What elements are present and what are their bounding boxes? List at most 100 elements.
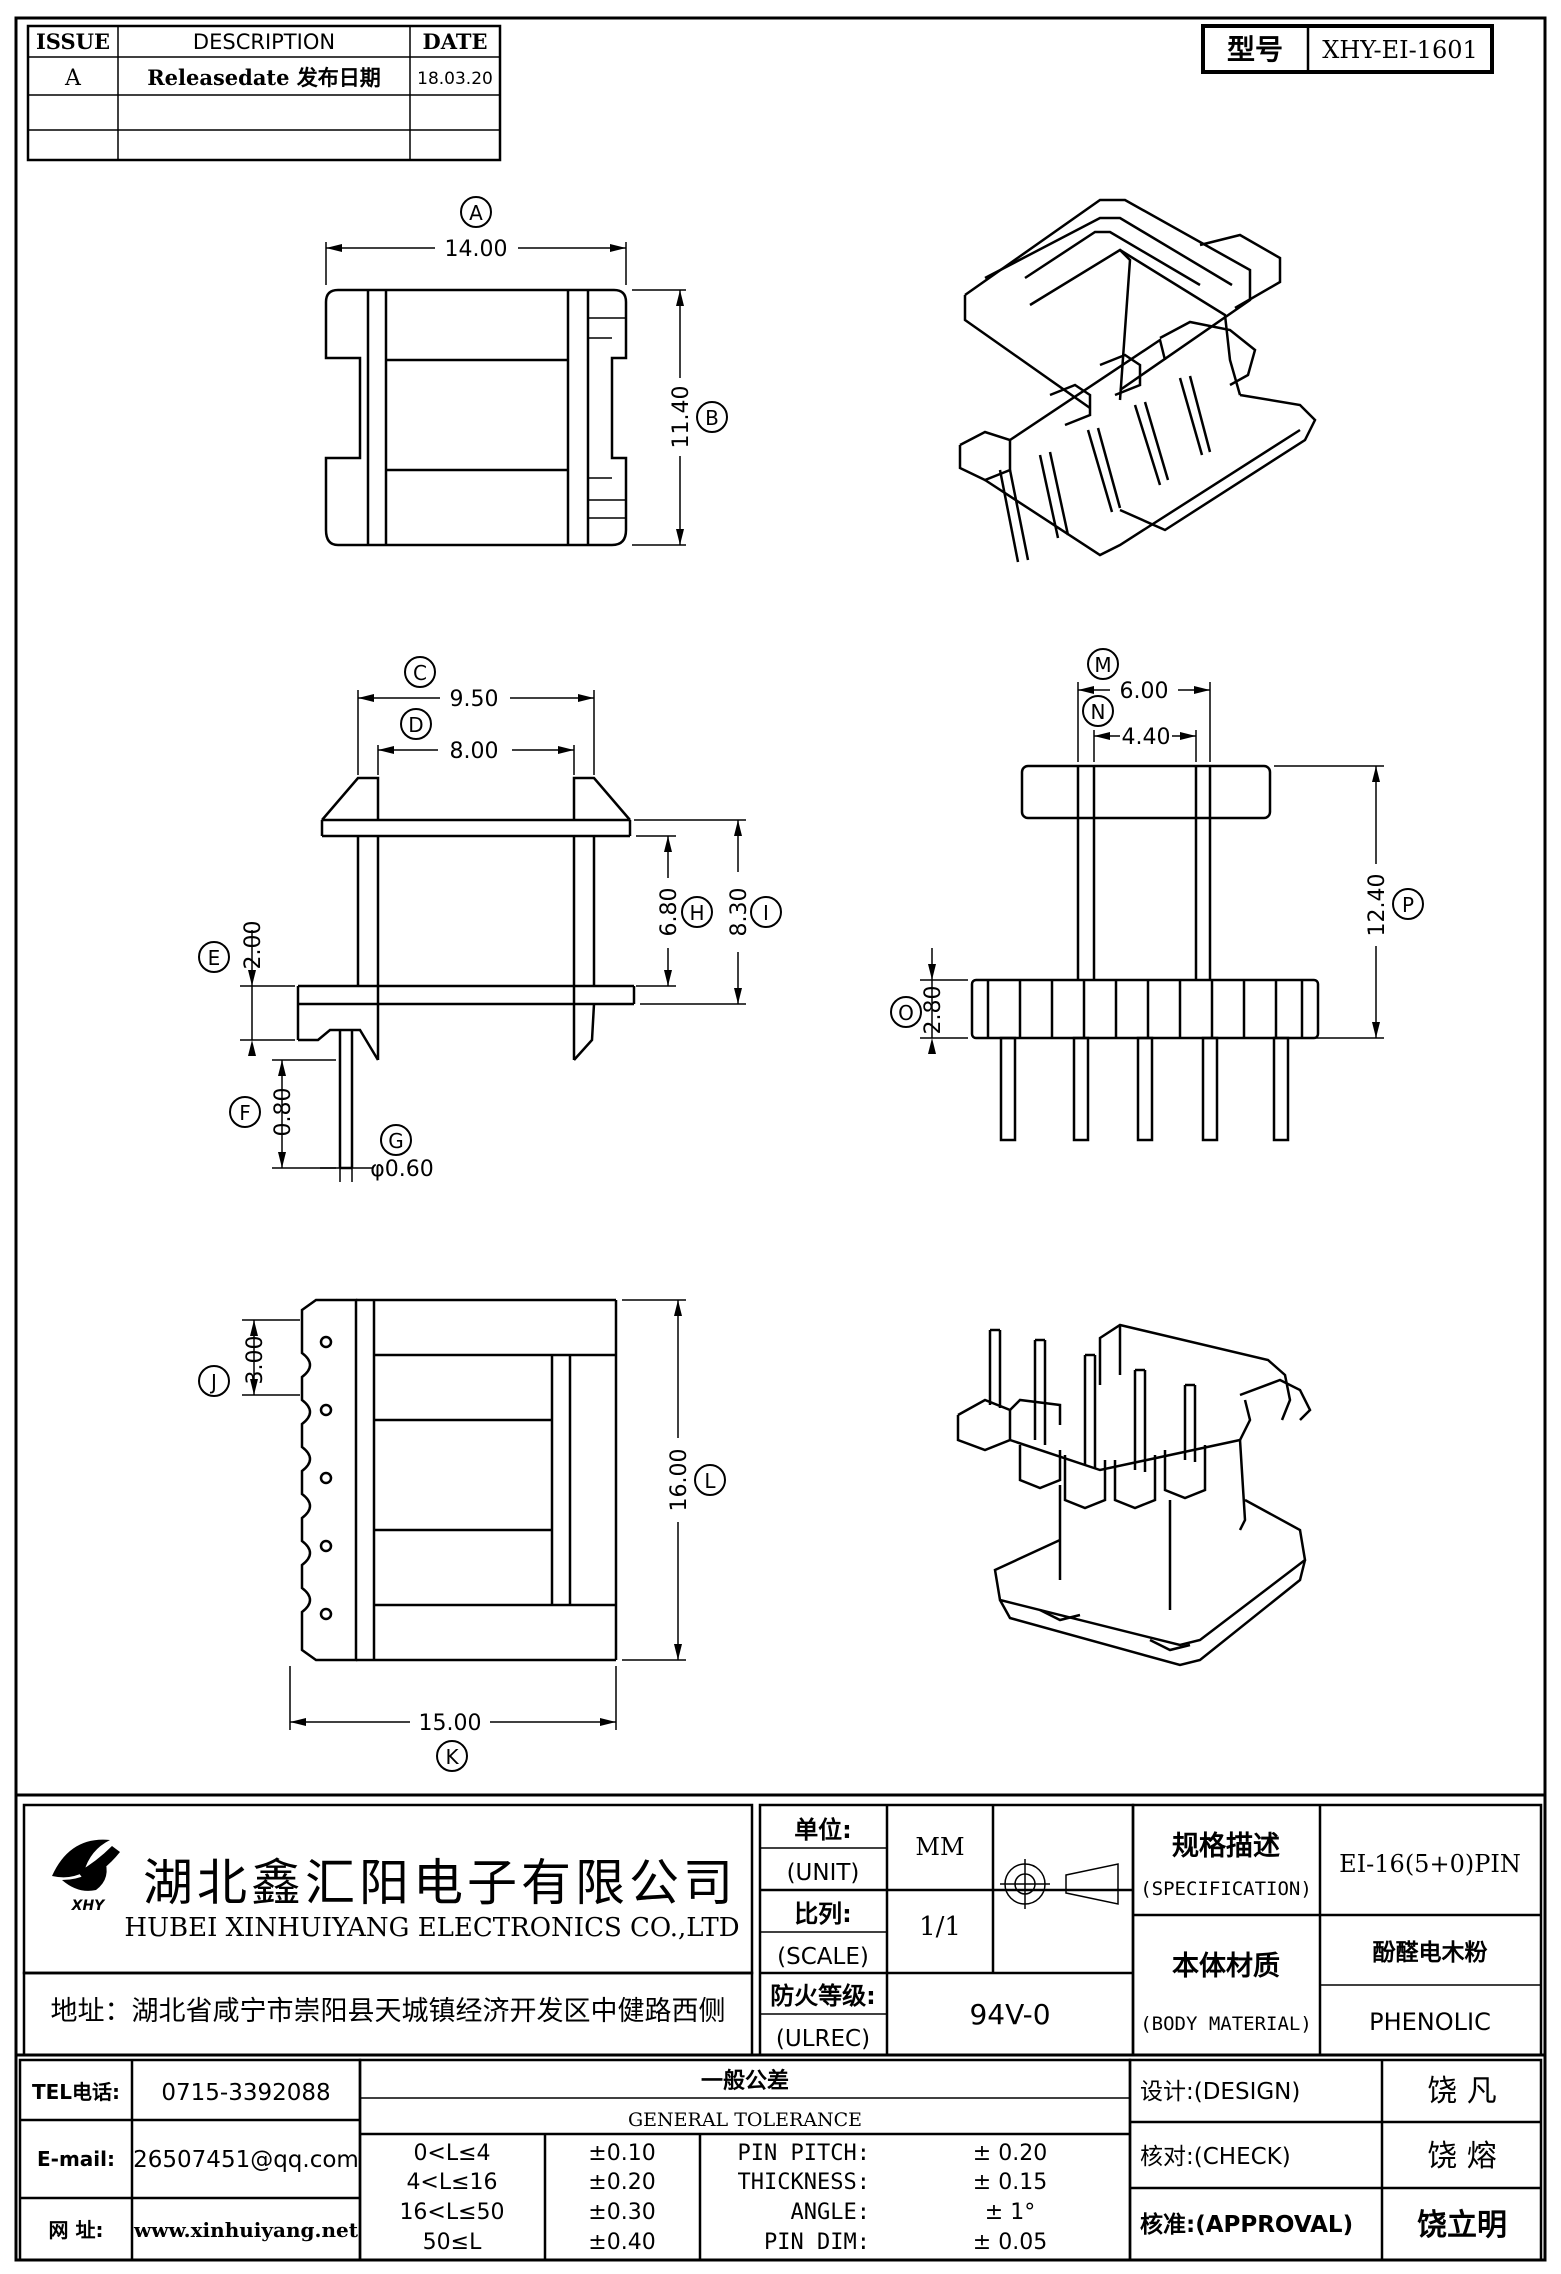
dim-g-letter: G — [388, 1129, 404, 1153]
unit-value: MM — [915, 1833, 964, 1861]
dim-o-value: 2.80 — [921, 986, 946, 1035]
dimension-j: 3.00 J — [198, 1319, 300, 1397]
dim-h-value: 6.80 — [657, 888, 682, 937]
dim-m-letter: M — [1094, 653, 1111, 677]
company-name-cn: 湖北鑫汇阳电子有限公司 — [143, 1854, 737, 1912]
check-name: 饶 熔 — [1427, 2139, 1497, 2174]
check-label: 核对:(CHECK) — [1140, 2144, 1291, 2170]
spec-name-2: ANGLE: — [791, 2200, 870, 2225]
top-view — [324, 288, 628, 547]
company-name-en: HUBEI XINHUIYANG ELECTRONICS CO.,LTD — [124, 1913, 739, 1943]
dim-h-letter: H — [689, 901, 704, 925]
company-address: 地址：湖北省咸宁市崇阳县天城镇经济开发区中健路西侧 — [51, 1996, 726, 2027]
dim-n-marker — [1082, 695, 1114, 727]
spec-label-cn: 规格描述 — [1172, 1831, 1280, 1862]
dim-n-value: 4.40 — [1122, 725, 1171, 750]
material-value-cn: 酚醛电木粉 — [1373, 1940, 1488, 1966]
dim-f-letter: F — [239, 1101, 251, 1125]
dim-e-marker — [198, 941, 230, 973]
spec-label-en: (SPECIFICATION) — [1140, 1878, 1312, 1900]
dimension-l: 16.00 L — [622, 1299, 726, 1661]
dim-i-value: 8.30 — [727, 888, 752, 937]
dim-j-marker — [198, 1365, 230, 1397]
material-value-en: PHENOLIC — [1369, 2008, 1491, 2036]
model-label: 型号 — [1227, 33, 1283, 66]
dim-c-marker — [404, 656, 436, 688]
material-label-cn: 本体材质 — [1172, 1951, 1280, 1982]
projection-symbol-icon — [1000, 1859, 1119, 1909]
rev-header-issue: ISSUE — [36, 29, 110, 54]
tol-value-1: ±0.20 — [588, 2170, 655, 2195]
dim-h-marker — [681, 896, 713, 928]
spec-name-3: PIN DIM: — [764, 2230, 870, 2255]
dim-j-value: 3.00 — [243, 1336, 268, 1385]
scale-label-en: (SCALE) — [777, 1944, 869, 1970]
tol-value-0: ±0.10 — [588, 2141, 655, 2166]
rev-row-date: 18.03.20 — [417, 69, 493, 89]
tolerance-title-cn: 一般公差 — [701, 2068, 789, 2094]
rev-row-description: Releasedate 发布日期 — [147, 65, 381, 90]
scale-value: 1/1 — [919, 1912, 961, 1942]
company-logo: XHY — [52, 1839, 120, 1914]
dimension-a: 14.00 A — [325, 196, 627, 285]
model-value: XHY-EI-1601 — [1322, 36, 1478, 64]
front-view — [296, 776, 636, 1170]
spec-name-1: THICKNESS: — [738, 2170, 870, 2195]
ulrec-label-en: (ULREC) — [776, 2026, 870, 2052]
dimension-f: 0.80 F — [229, 1059, 336, 1169]
dim-k-marker — [436, 1740, 468, 1772]
dim-b-letter: B — [705, 406, 719, 430]
dimension-g: φ0.60 G — [320, 1124, 434, 1182]
email-value: 26507451@qq.com — [133, 2147, 359, 2173]
tol-value-2: ±0.30 — [588, 2200, 655, 2225]
web-label: 网 址: — [49, 2218, 104, 2242]
spec-value-1: ± 0.15 — [973, 2170, 1047, 2195]
dim-f-value: 0.80 — [271, 1088, 296, 1137]
dim-n-letter: N — [1091, 700, 1106, 724]
dim-b-value: 11.40 — [669, 386, 694, 449]
spec-name-0: PIN PITCH: — [738, 2141, 870, 2166]
dim-i-marker — [750, 896, 782, 928]
unit-label-cn: 单位: — [794, 1816, 852, 1844]
tolerance-block: 一般公差 GENERAL TOLERANCE 0<L≤4 4<L≤16 16<L… — [358, 2058, 1132, 2262]
dimension-k: 15.00 K — [289, 1666, 617, 1772]
spec-material-block: 规格描述 (SPECIFICATION) EI-16(5+0)PIN 本体材质 … — [1131, 1803, 1543, 2057]
tol-range-2: 16<L≤50 — [399, 2200, 504, 2225]
company-block: XHY 湖北鑫汇阳电子有限公司 HUBEI XINHUIYANG ELECTRO… — [22, 1803, 754, 2057]
dim-f-marker — [229, 1096, 261, 1128]
dim-d-marker — [400, 708, 432, 740]
dimension-m: 6.00 M — [1077, 648, 1211, 762]
tol-range-0: 0<L≤4 — [413, 2141, 490, 2166]
tel-label: TEL电话: — [32, 2080, 120, 2104]
spec-value-0: ± 0.20 — [973, 2141, 1047, 2166]
tolerance-title-en: GENERAL TOLERANCE — [628, 2109, 862, 2131]
dimension-d: 8.00 D — [377, 708, 575, 775]
dim-o-marker — [890, 996, 922, 1028]
dim-l-marker — [694, 1464, 726, 1496]
tol-range-3: 50≤L — [423, 2230, 482, 2255]
dim-p-value: 12.40 — [1365, 874, 1390, 937]
dim-m-value: 6.00 — [1120, 679, 1169, 704]
dim-a-value: 14.00 — [445, 237, 508, 262]
side-view — [970, 764, 1320, 1142]
approval-label: 核准:(APPROVAL) — [1140, 2211, 1353, 2238]
bottom-view — [300, 1298, 618, 1662]
signoff-block: 设计:(DESIGN) 饶 凡 核对:(CHECK) 饶 熔 核准:(APPRO… — [1128, 2058, 1543, 2262]
dim-k-value: 15.00 — [419, 1711, 482, 1736]
approval-name: 饶立明 — [1417, 2208, 1507, 2243]
tol-value-3: ±0.40 — [588, 2230, 655, 2255]
dim-p-marker — [1392, 888, 1424, 920]
dim-a-marker — [460, 196, 492, 228]
dimension-i: 8.30 I — [634, 819, 782, 1005]
dim-l-letter: L — [704, 1469, 716, 1493]
scale-label-cn: 比列: — [794, 1900, 852, 1928]
spec-value-3: ± 0.05 — [973, 2230, 1047, 2255]
rev-header-description: DESCRIPTION — [193, 30, 335, 54]
revision-table: ISSUE DESCRIPTION DATE A Releasedate 发布日… — [26, 24, 502, 162]
unit-label-en: (UNIT) — [787, 1860, 860, 1886]
dimension-o: 2.80 O — [890, 948, 968, 1054]
tel-value: 0715-3392088 — [161, 2080, 330, 2106]
dimension-p: 12.40 P — [1274, 765, 1424, 1039]
dim-d-value: 8.00 — [450, 739, 499, 764]
dim-c-value: 9.50 — [450, 687, 499, 712]
